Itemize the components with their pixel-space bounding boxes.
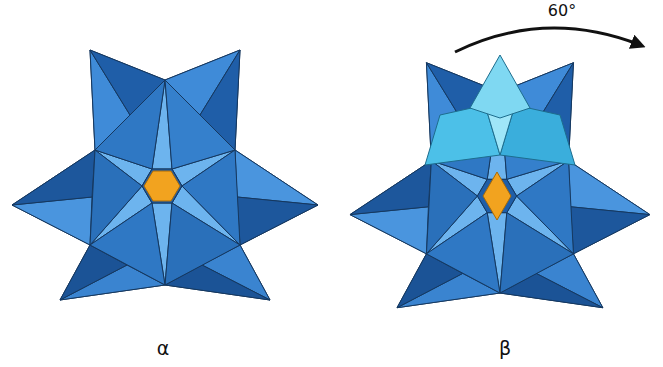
rotation-arrow xyxy=(455,28,640,52)
central-diamond xyxy=(483,172,511,220)
isomer-label: α xyxy=(157,338,170,359)
cap-octahedron xyxy=(470,55,530,118)
isomer-label: β xyxy=(499,338,511,359)
alpha-polyhedra xyxy=(12,50,318,300)
central-hexagon xyxy=(144,171,180,201)
rotated-cap xyxy=(425,55,575,165)
alpha-isomer xyxy=(12,50,318,300)
beta-isomer xyxy=(350,55,650,308)
rotation-angle: 60° xyxy=(548,2,576,20)
